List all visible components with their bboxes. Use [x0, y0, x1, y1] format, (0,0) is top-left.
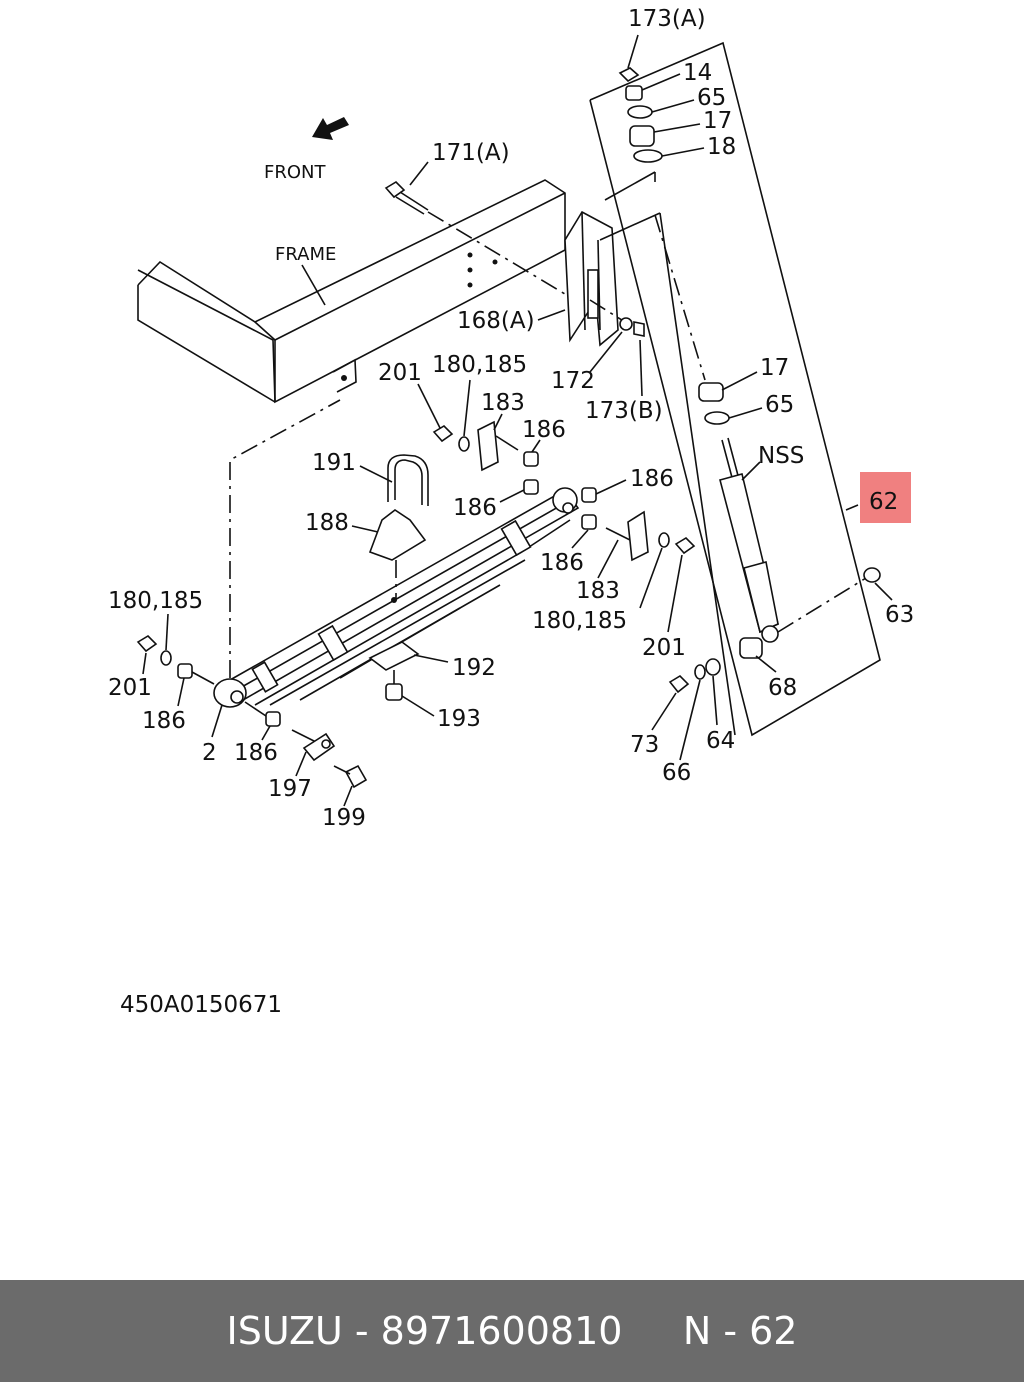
label-180-185-lower: 180,185: [532, 608, 627, 634]
label-183-lower: 183: [576, 578, 620, 604]
hanger-bracket-168a: [564, 210, 619, 347]
label-180-185-upper: 180,185: [432, 352, 527, 378]
label-180-185-front: 180,185: [108, 588, 203, 614]
washer-64: [705, 658, 721, 676]
label-188: 188: [305, 510, 349, 536]
highlight-62: [860, 472, 911, 523]
exploded-parts-diagram: FRONT FRAME 171(A): [108, 6, 914, 1018]
label-168a: 168(A): [457, 308, 535, 334]
label-186-e: 186: [142, 708, 186, 734]
bushing-186-front: [177, 663, 193, 679]
label-183-upper: 183: [481, 390, 525, 416]
bolt-171a: [384, 180, 429, 215]
footer-bar: ISUZU - 8971600810 N - 62: [0, 1280, 1024, 1382]
label-68: 68: [768, 675, 797, 701]
label-14: 14: [683, 60, 712, 86]
label-186-d: 186: [540, 550, 584, 576]
nut-14: [625, 85, 643, 101]
plate-192: [368, 641, 420, 671]
label-65-lower: 65: [765, 392, 794, 418]
shackle-pin-183-lower: [627, 510, 649, 562]
drawing-code: 450A0150671: [120, 992, 282, 1018]
bushing-186-rear-upper: [581, 487, 597, 503]
label-186-f: 186: [234, 740, 278, 766]
washer-180-185-upper: [458, 436, 470, 452]
label-66: 66: [662, 760, 691, 786]
label-186-c: 186: [630, 466, 674, 492]
washer-63: [863, 567, 881, 583]
label-197: 197: [268, 776, 312, 802]
spring-washer-66: [694, 664, 706, 680]
nut-201-front: [136, 634, 158, 653]
label-frame: FRAME: [275, 244, 336, 265]
bushing-68: [739, 637, 763, 659]
label-201-rear: 201: [642, 635, 686, 661]
label-201-front: 201: [108, 675, 152, 701]
label-199: 199: [322, 805, 366, 831]
label-62: 62: [869, 489, 898, 515]
footer-part-number: ISUZU - 8971600810 N - 62: [226, 1309, 798, 1353]
bushing-186-rear-lower: [581, 514, 597, 530]
spring-seat-188: [368, 509, 427, 561]
label-173b: 173(B): [585, 398, 663, 424]
label-nss: NSS: [758, 443, 804, 469]
label-17-upper: 17: [703, 108, 732, 134]
washer-18: [633, 149, 663, 163]
label-2: 2: [202, 740, 217, 766]
label-64: 64: [706, 728, 735, 754]
leaf-spring-2: [213, 487, 580, 708]
label-18: 18: [707, 134, 736, 160]
label-192: 192: [452, 655, 496, 681]
label-17-lower: 17: [760, 355, 789, 381]
label-191: 191: [312, 450, 356, 476]
washer-65-upper: [627, 105, 653, 119]
bushing-17-lower: [698, 382, 724, 402]
nut-73: [668, 674, 690, 694]
frame-rail: [137, 179, 566, 404]
u-bolt-191: [387, 454, 429, 506]
label-front: FRONT: [264, 162, 326, 183]
label-201-upper: 201: [378, 360, 422, 386]
label-186-a: 186: [522, 417, 566, 443]
bushing-17-upper: [629, 125, 655, 147]
bushing-186-upper: [523, 451, 539, 467]
washer-180-185-lower: [658, 532, 670, 548]
front-arrow-icon: [312, 117, 349, 140]
label-172: 172: [551, 368, 595, 394]
nut-173a: [618, 67, 640, 83]
label-63: 63: [885, 602, 914, 628]
nut-193: [385, 683, 403, 701]
shackle-pin-183-upper: [477, 420, 499, 472]
label-171a: 171(A): [432, 140, 510, 166]
washer-65-lower: [704, 411, 730, 425]
label-173a: 173(A): [628, 6, 706, 32]
bolt-199: [344, 764, 368, 789]
nut-201-front-upper: [432, 424, 454, 443]
nut-201-rear: [674, 536, 696, 555]
pin-197: [291, 729, 336, 762]
label-65-upper: 65: [697, 85, 726, 111]
bushing-186-eye: [265, 711, 281, 727]
label-186-b: 186: [453, 495, 497, 521]
label-193: 193: [437, 706, 481, 732]
shock-absorber-62: [719, 437, 779, 643]
washer-180-185-front: [160, 650, 172, 666]
label-73: 73: [630, 732, 659, 758]
bushing-186-mid: [523, 479, 539, 495]
